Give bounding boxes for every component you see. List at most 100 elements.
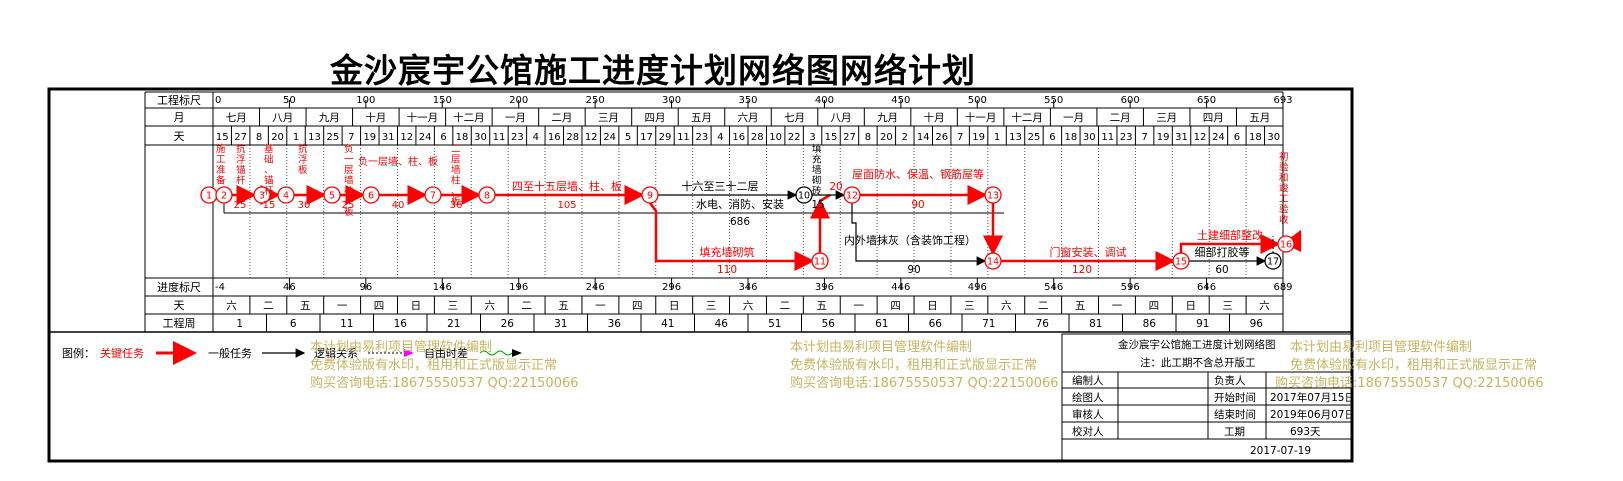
task-label-14: 内外墙抹灰（含装饰工程） (844, 233, 976, 247)
month-label: 九月 (877, 112, 898, 124)
progress-tick-label: 646 (1197, 282, 1216, 293)
node-label-13: 13 (987, 191, 999, 202)
day-label: 24 (603, 132, 616, 143)
node-10 (795, 186, 813, 204)
node-16 (1277, 235, 1295, 253)
page-title: 金沙宸宇公馆施工进度计划网络图网络计划 (330, 51, 976, 90)
day-label: 19 (1157, 132, 1170, 143)
month-label: 一月 (1063, 112, 1084, 124)
weekday-label: 三 (448, 300, 459, 312)
node-14 (984, 252, 1002, 270)
day-label: 24 (1212, 132, 1225, 143)
titleblock-start-label: 开始时间 (1214, 391, 1256, 404)
progress-tick-label: 296 (662, 282, 681, 293)
week-label: 96 (1250, 318, 1264, 330)
task-duration-17: 60 (1215, 264, 1228, 276)
progress-tick-label: 496 (968, 282, 987, 293)
week-label: 16 (394, 318, 408, 330)
node-9 (641, 186, 659, 204)
scale-tick-label: 650 (1197, 95, 1216, 106)
task-label-5: 负一层墙、柱、板 (358, 155, 438, 168)
month-label: 七月 (226, 112, 247, 124)
task-label-18: 初验和竣工验收 (1279, 151, 1289, 226)
task-duration-15: 120 (1072, 264, 1092, 276)
node-4 (277, 186, 295, 204)
node-label-14: 14 (987, 257, 999, 268)
month-label: 一月 (505, 112, 526, 124)
month-label: 二月 (551, 112, 572, 124)
titleblock-drawer: 绘图人 (1072, 391, 1104, 404)
task-label-6: 二层墙柱、板 (451, 144, 461, 208)
scale-tick-label: 0 (215, 95, 221, 106)
node-label-3: 3 (259, 191, 265, 202)
node-2 (215, 186, 233, 204)
day-label: 19 (972, 132, 985, 143)
node-15 (1172, 252, 1190, 270)
month-label: 四月 (1203, 112, 1224, 124)
day-label: 18 (1064, 132, 1077, 143)
node-13 (984, 186, 1002, 204)
day-label: 16 (732, 132, 745, 143)
day-label: 20 (271, 132, 284, 143)
day-label: 2 (902, 132, 908, 143)
month-label: 十一月 (407, 111, 439, 124)
titleblock-date: 2017-07-19 (1250, 445, 1311, 457)
weekday-label: 五 (1075, 300, 1086, 312)
scale-tick-label: 350 (738, 95, 757, 106)
day-label: 1 (293, 132, 299, 143)
day-label: 12 (1194, 132, 1207, 143)
progress-tick-label: 596 (1121, 282, 1140, 293)
watermark-line1: 本计划由易利项目管理软件编制 (310, 340, 492, 355)
day-label: 14 (917, 132, 930, 143)
day-label: 27 (234, 132, 247, 143)
row-label-month: 月 (174, 111, 185, 124)
month-label: 十月 (365, 111, 386, 124)
task-label-0: 施工准备 (216, 143, 226, 187)
node-label-1: 1 (206, 191, 212, 202)
legend-float-wave (479, 350, 513, 356)
weekday-label: 五 (817, 300, 828, 312)
titleblock-reviewer: 审核人 (1072, 408, 1104, 421)
scale-tick-label: 250 (586, 95, 605, 106)
day-label: 30 (1267, 132, 1280, 143)
day-label: 1 (994, 132, 1000, 143)
weekday-label: 四 (374, 300, 385, 312)
progress-tick-label: 546 (1044, 282, 1063, 293)
day-label: 4 (533, 132, 539, 143)
node-label-16: 16 (1280, 240, 1292, 251)
titleblock-name: 金沙宸宇公馆施工进度计划网络图 (1118, 338, 1276, 351)
month-label: 九月 (319, 112, 340, 124)
task-label-7: 四至十五层墙、柱、板 (512, 179, 622, 193)
watermark: 本计划由易利项目管理软件编制 免费体验版有水印，租用和正式版显示正常 购买咨询电… (310, 340, 1544, 391)
day-label: 7 (957, 132, 963, 143)
scale-tick-label: 100 (356, 95, 375, 106)
task-duration-3: 30 (298, 200, 311, 211)
month-label: 四月 (644, 112, 665, 124)
task-arrow-15-16 (1179, 234, 1281, 254)
watermark-line2: 免费体验版有水印，租用和正式版显示正常 (310, 357, 557, 373)
day-label: 11 (677, 132, 690, 143)
legend-float-label: 自由时差 (424, 346, 468, 360)
task-label-13: 屋面防水、保温、钢筋屋等 (852, 167, 984, 181)
weekday-label: 一 (853, 300, 864, 312)
day-label: 15 (825, 132, 838, 143)
day-label: 19 (363, 132, 376, 143)
day-label: 25 (327, 132, 340, 143)
day-label: 31 (382, 132, 395, 143)
task-duration-14: 90 (907, 264, 920, 276)
legend-logic-label: 逻辑关系 (314, 346, 358, 360)
weekday-label: 二 (780, 300, 791, 312)
month-label: 十二月 (1011, 111, 1043, 124)
weekday-label: 四 (1149, 300, 1160, 312)
scale-tick-label: 300 (662, 95, 681, 106)
month-label: 十二月 (453, 111, 485, 124)
scale-tick-label: 150 (433, 95, 452, 106)
scale-tick-label: 600 (1121, 95, 1140, 106)
task-label-4: 负一层墙柱、板 (344, 143, 354, 218)
node-label-7: 7 (430, 191, 436, 202)
month-label: 八月 (831, 112, 852, 124)
timescale-grid (49, 91, 1352, 333)
